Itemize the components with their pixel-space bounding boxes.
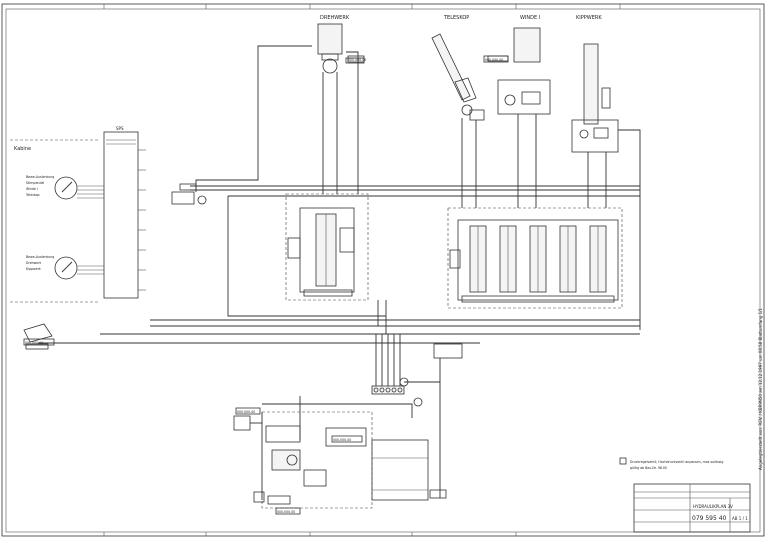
oil-tank xyxy=(371,439,429,501)
drawing-inner-frame xyxy=(5,8,761,533)
sps-junction-box xyxy=(103,131,139,299)
gauge-2 xyxy=(399,377,409,387)
frame-ticks xyxy=(103,4,621,536)
svg-text:000.000.00: 000.000.00 xyxy=(277,510,295,514)
teleskop-label: TELESKOP xyxy=(443,15,469,21)
winde-actuator: WINDE I xyxy=(487,15,551,185)
foot-pedal xyxy=(23,323,53,343)
notes: Druckregelventil, Hochdruckventil anpass… xyxy=(619,457,723,470)
svg-text:000.000.00: 000.000.00 xyxy=(485,58,503,62)
pressure-switch xyxy=(433,343,463,359)
sheet-number: AB 1 / 1 xyxy=(732,516,748,521)
note-2: gültig ab Bau-Nr. 98.00 xyxy=(630,466,667,470)
sps-terminals xyxy=(138,149,146,291)
code-tags: 000.000.00 000.000.00 000.000.00 000.000… xyxy=(23,55,509,515)
svg-text:000.000.00: 000.000.00 xyxy=(25,341,43,345)
svg-text:Kippwerk: Kippwerk xyxy=(26,267,41,271)
svg-text:000.000.00: 000.000.00 xyxy=(348,58,366,62)
winde-label: WINDE I xyxy=(520,15,540,21)
svg-text:Drehwerk: Drehwerk xyxy=(26,261,42,265)
svg-text:Bewe-Auslenkung: Bewe-Auslenkung xyxy=(26,255,54,259)
svg-text:Stirnpendel: Stirnpendel xyxy=(26,181,44,185)
gauge-1 xyxy=(197,195,207,205)
note-1: Druckregelventil, Hochdruckventil anpass… xyxy=(630,460,723,464)
side-metadata-text: Angelegt/erstellt von: REV. / KBR9N50 am… xyxy=(758,308,763,470)
kippwerk-actuator: KIPPWERK xyxy=(571,15,619,190)
drawing-frame xyxy=(1,3,765,537)
gauge-3 xyxy=(413,397,423,407)
drawing-name: HYDRAULIKPLAN 3V xyxy=(693,504,733,509)
drehwerk-actuator: DREHWERK xyxy=(317,15,365,140)
drawing-number: 079 595 40 xyxy=(692,515,727,522)
svg-text:Winde I: Winde I xyxy=(26,187,38,191)
small-valve-1 xyxy=(171,191,195,205)
power-unit xyxy=(233,411,447,509)
drehwerk-label: DREHWERK xyxy=(320,15,350,21)
title-block: HYDRAULIKPLAN 3V 079 595 40 AB 1 / 1 xyxy=(633,483,751,533)
joystick-upper xyxy=(54,176,78,200)
svg-text:000.000.00: 000.000.00 xyxy=(237,410,255,414)
right-valve-bank xyxy=(447,207,623,309)
svg-text:SPS: SPS xyxy=(116,126,124,131)
kippwerk-label: KIPPWERK xyxy=(576,15,602,21)
svg-text:Bewe-Auslenkung: Bewe-Auslenkung xyxy=(26,175,54,179)
left-valve-block xyxy=(285,193,369,301)
cabin-label: Kabine xyxy=(14,146,31,152)
joystick-lower xyxy=(54,256,78,280)
teleskop-actuator: TELESKOP xyxy=(431,15,485,165)
svg-text:000.000.00: 000.000.00 xyxy=(333,438,351,442)
manifold-fittings xyxy=(371,343,463,407)
motor-symbol xyxy=(253,491,265,503)
cabin-section: Kabine Bewe-Auslenkung Stirnpendel Winde… xyxy=(10,126,146,350)
svg-text:Teleskop: Teleskop xyxy=(25,193,40,197)
hydraulic-lines xyxy=(100,45,641,500)
